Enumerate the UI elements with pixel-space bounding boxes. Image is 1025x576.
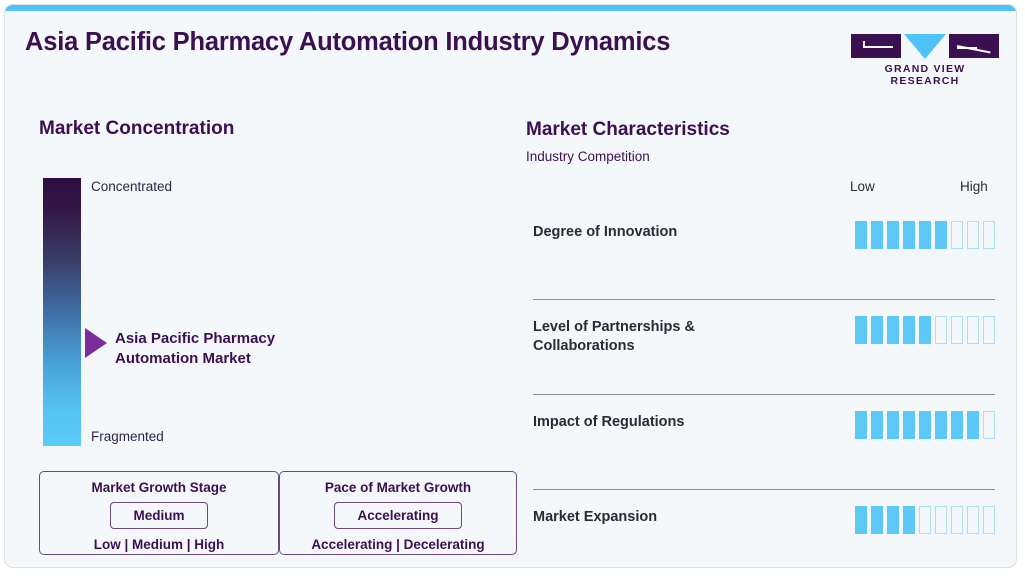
meter-tick-filled <box>855 411 867 439</box>
concentration-bottom-label: Fragmented <box>91 429 164 444</box>
characteristic-label: Market Expansion <box>533 509 658 525</box>
scale-high-label: High <box>960 179 988 194</box>
meter-tick-empty <box>967 221 979 249</box>
meter-tick-empty <box>951 221 963 249</box>
meter-tick-filled <box>919 316 931 344</box>
characteristic-row: Degree of Innovation <box>533 205 995 300</box>
meter-tick-filled <box>951 411 963 439</box>
characteristic-row: Impact of Regulations <box>533 395 995 490</box>
top-accent-bar <box>5 5 1016 11</box>
characteristic-row: Level of Partnerships & Collaborations <box>533 300 995 395</box>
logo-triangle-icon <box>904 34 946 59</box>
meter-tick-filled <box>855 316 867 344</box>
logo-marks <box>851 32 999 60</box>
concentration-gradient-scale <box>43 178 81 446</box>
meter-tick-empty <box>967 316 979 344</box>
characteristic-meter <box>855 221 995 249</box>
meter-tick-filled <box>903 316 915 344</box>
meter-tick-filled <box>935 411 947 439</box>
logo-right-rect-icon <box>949 34 999 58</box>
market-pointer-icon <box>85 328 107 358</box>
characteristic-label: Impact of Regulations <box>533 414 685 430</box>
meter-tick-empty <box>967 506 979 534</box>
meter-tick-empty <box>919 506 931 534</box>
meter-tick-empty <box>935 316 947 344</box>
meter-tick-empty <box>983 316 995 344</box>
characteristic-label: Level of Partnerships & Collaborations <box>533 319 695 354</box>
scale-low-label: Low <box>850 179 875 194</box>
meter-tick-filled <box>903 221 915 249</box>
characteristic-row: Market Expansion <box>533 490 995 567</box>
market-growth-pace-box: Pace of Market Growth Accelerating Accel… <box>279 471 517 555</box>
meter-tick-filled <box>919 221 931 249</box>
meter-tick-empty <box>983 506 995 534</box>
meter-tick-empty <box>935 506 947 534</box>
page-title: Asia Pacific Pharmacy Automation Industr… <box>25 28 671 56</box>
market-characteristics-subheading: Industry Competition <box>526 149 650 164</box>
meter-tick-filled <box>871 316 883 344</box>
market-growth-pace-title: Pace of Market Growth <box>324 480 472 495</box>
market-growth-stage-value[interactable]: Medium <box>110 502 208 529</box>
grand-view-research-logo: GRAND VIEW RESEARCH <box>851 32 999 87</box>
logo-left-rect-line-v <box>863 41 865 47</box>
meter-tick-empty <box>951 316 963 344</box>
characteristic-meter <box>855 316 995 344</box>
meter-tick-filled <box>871 506 883 534</box>
market-growth-stage-options: Low | Medium | High <box>93 537 225 552</box>
meter-tick-filled <box>887 411 899 439</box>
meter-tick-filled <box>887 316 899 344</box>
meter-tick-empty <box>983 411 995 439</box>
characteristic-meter <box>855 506 995 534</box>
market-pointer-label: Asia Pacific Pharmacy Automation Market <box>115 330 276 367</box>
meter-tick-filled <box>871 411 883 439</box>
characteristic-meter <box>855 411 995 439</box>
market-growth-pace-options: Accelerating | Decelerating <box>311 537 485 552</box>
market-growth-stage-title: Market Growth Stage <box>91 480 227 495</box>
market-growth-pace-value[interactable]: Accelerating <box>334 502 462 529</box>
meter-tick-filled <box>871 221 883 249</box>
logo-left-rect-icon <box>851 34 901 58</box>
meter-tick-empty <box>951 506 963 534</box>
concentration-top-label: Concentrated <box>91 179 173 194</box>
market-growth-stage-box: Market Growth Stage Medium Low | Medium … <box>39 471 279 555</box>
market-characteristics-heading: Market Characteristics <box>526 119 730 140</box>
meter-tick-filled <box>919 411 931 439</box>
concentration-gradient-bar <box>43 178 81 446</box>
meter-tick-empty <box>983 221 995 249</box>
meter-tick-filled <box>887 221 899 249</box>
meter-tick-filled <box>855 506 867 534</box>
infographic-card: Asia Pacific Pharmacy Automation Industr… <box>4 4 1017 568</box>
meter-tick-filled <box>903 506 915 534</box>
market-concentration-heading: Market Concentration <box>39 118 235 139</box>
meter-tick-filled <box>935 221 947 249</box>
meter-tick-filled <box>887 506 899 534</box>
meter-tick-filled <box>967 411 979 439</box>
logo-left-rect-line-h <box>863 46 893 48</box>
logo-right-rect-line-d2 <box>957 47 977 49</box>
meter-tick-filled <box>903 411 915 439</box>
meter-tick-filled <box>855 221 867 249</box>
characteristic-label: Degree of Innovation <box>533 224 678 240</box>
logo-text: GRAND VIEW RESEARCH <box>884 63 966 87</box>
